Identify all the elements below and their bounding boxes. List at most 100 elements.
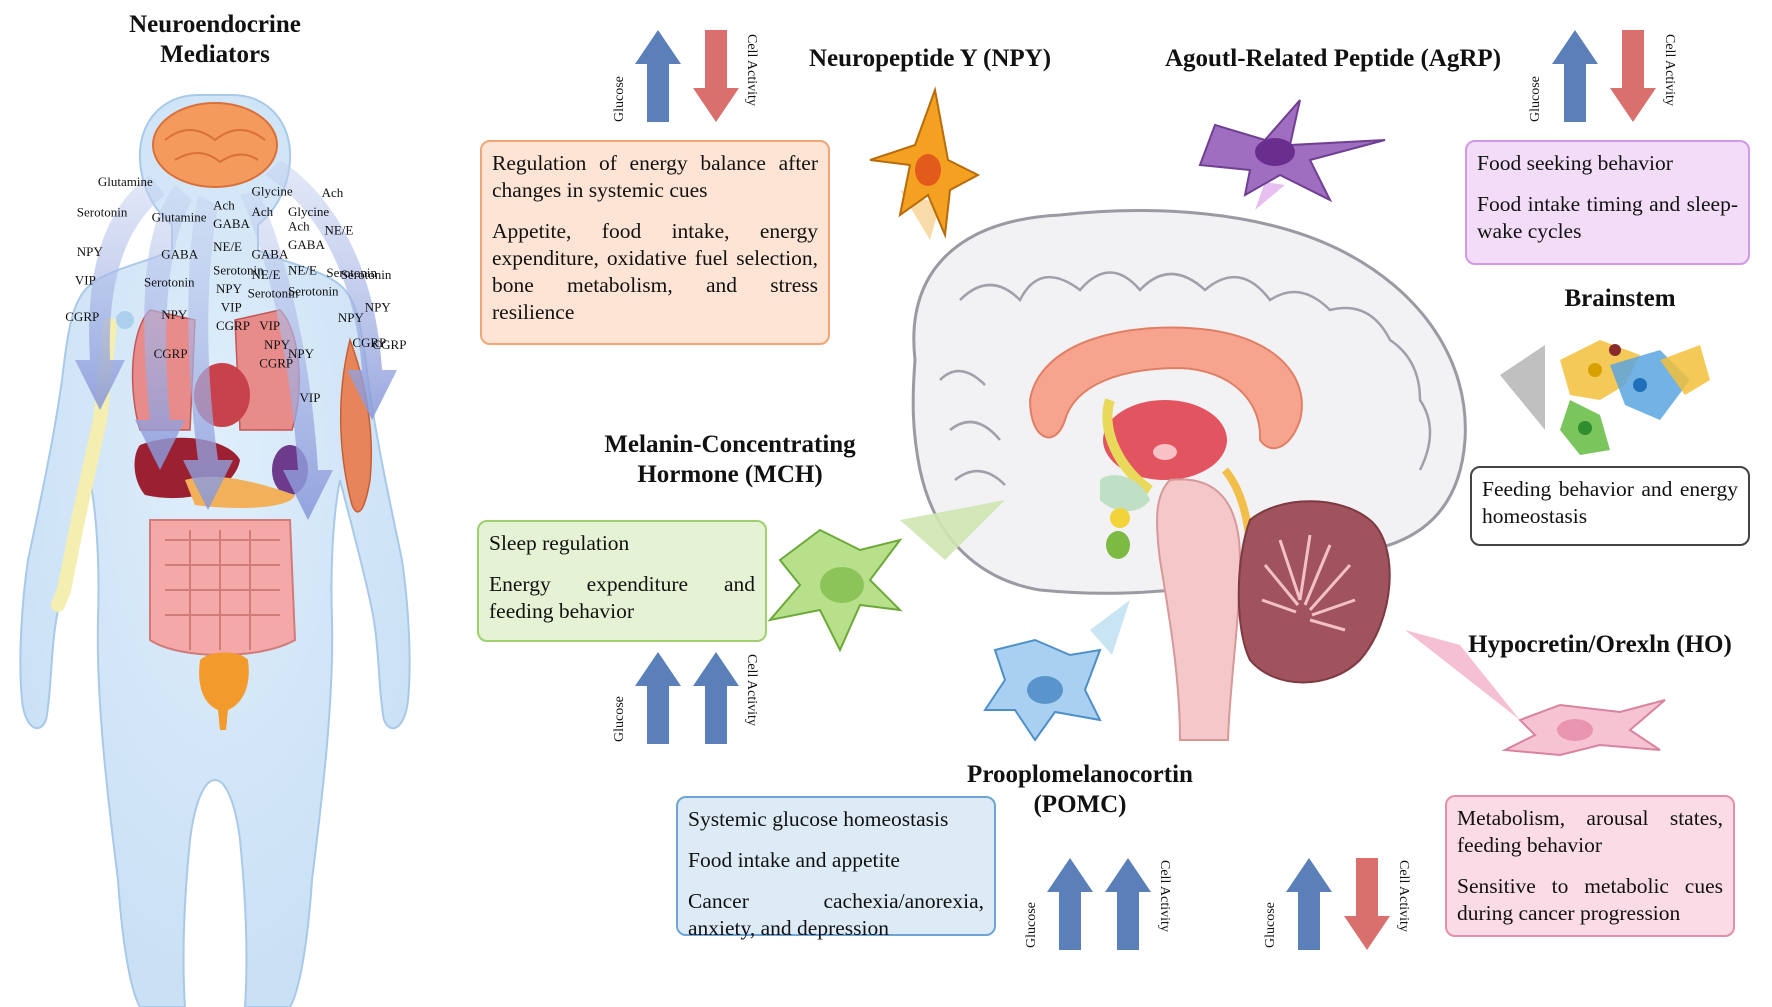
mch-title: Melanin-Concentrating Hormone (MCH) xyxy=(580,430,880,490)
npy-glucose-label: Glucose xyxy=(612,76,627,122)
mediator-label: Ach xyxy=(213,197,235,212)
mediator-label: Ach xyxy=(288,219,310,234)
leg-bone xyxy=(51,583,71,612)
pomc-activity-arrow xyxy=(1105,858,1151,950)
mediator-label: Glycine xyxy=(252,183,293,198)
ho-activity-label: Cell Activity xyxy=(1396,860,1411,932)
agrp-neuron xyxy=(1198,99,1386,203)
npy-activity-label: Cell Activity xyxy=(744,34,759,106)
mediator-label: Serotonin xyxy=(248,286,299,301)
mediator-label: CGRP xyxy=(372,337,406,352)
mediator-label: Ach xyxy=(252,204,274,219)
mediator-label: NPY xyxy=(77,244,104,259)
agrp-glucose-arrow xyxy=(1552,30,1598,122)
mch-glucose-arrow xyxy=(635,652,681,744)
mediator-label: NE/E xyxy=(213,239,242,254)
ho-box: Metabolism, arousal states, feeding beha… xyxy=(1445,795,1735,937)
cerebellum xyxy=(1237,500,1391,684)
mch-neuron xyxy=(767,528,903,653)
mediator-label: Glutamine xyxy=(98,174,153,189)
mediator-label: CGRP xyxy=(352,335,386,350)
pomc-line-1: Systemic glucose homeostasis xyxy=(688,807,949,831)
pomc-line-3: Cancer cachexia/anorexia, anxiety, and d… xyxy=(688,889,984,940)
mediator-label: VIP xyxy=(259,318,280,333)
mediator-label: GABA xyxy=(161,247,198,262)
npy-glucose-arrow xyxy=(635,30,681,122)
brainstem-title: Brainstem xyxy=(1564,285,1676,312)
npy-neuron xyxy=(869,86,981,239)
mediator-arrows xyxy=(75,160,397,520)
pomc-title: Prooplomelanocortin (POMC) xyxy=(940,760,1220,820)
mediator-label: CGRP xyxy=(154,346,188,361)
mch-line-2: Energy expenditure and feeding behavior xyxy=(489,572,755,623)
brainstem-line-1: Feeding behavior and energy homeostasis xyxy=(1482,477,1738,528)
pomc-activity-label: Cell Activity xyxy=(1157,860,1172,932)
agrp-pointer xyxy=(1255,182,1285,210)
npy-line-2: Appetite, food intake, energy expenditur… xyxy=(492,219,818,324)
npy-line-1: Regulation of energy balance after chang… xyxy=(492,151,818,202)
mediator-labels: GlutamineSerotoninNPYVIPCGRPGlutamineGAB… xyxy=(65,174,406,405)
mediator-label: GABA xyxy=(252,247,289,262)
ho-activity-arrow xyxy=(1344,858,1390,950)
agrp-glucose-label: Glucose xyxy=(1528,76,1543,122)
mch-pointer xyxy=(900,500,1005,560)
mediator-label: Serotonin xyxy=(341,267,392,282)
agrp-line-1: Food seeking behavior xyxy=(1477,151,1673,175)
mediator-label: NE/E xyxy=(324,222,353,237)
mediator-label: NPY xyxy=(264,337,291,352)
brain-organ xyxy=(152,102,278,188)
mediator-label: Serotonin xyxy=(288,284,339,299)
pointers xyxy=(900,182,1545,720)
mch-box: Sleep regulation Energy expenditure and … xyxy=(477,520,767,642)
mediator-label: VIP xyxy=(75,273,96,288)
mediator-label: CGRP xyxy=(259,355,293,370)
hypothalamus xyxy=(1100,475,1150,512)
pomc-box: Systemic glucose homeostasis Food intake… xyxy=(676,796,996,940)
mediator-label: Ach xyxy=(322,185,344,200)
mediator-label: Serotonin xyxy=(213,262,264,277)
agrp-activity-label: Cell Activity xyxy=(1662,34,1677,106)
pomc-glucose-label: Glucose xyxy=(1024,902,1039,948)
bladder xyxy=(199,652,249,730)
ho-neuron xyxy=(1501,699,1666,757)
mediator-label: CGRP xyxy=(65,309,99,324)
agrp-line-2: Food intake timing and sleep-wake cycles xyxy=(1477,192,1738,243)
mch-title-line-1: Melanin-Concentrating xyxy=(604,431,856,458)
ho-line-2: Sensitive to metabolic cues during cance… xyxy=(1457,874,1723,925)
mediator-label: CGRP xyxy=(216,318,250,333)
agrp-title: Agoutl-Related Peptide (AgRP) xyxy=(1164,45,1502,72)
mediator-label: Serotonin xyxy=(77,205,128,220)
pomc-title-line-2: (POMC) xyxy=(1033,791,1127,818)
ho-title: Hypocretin/Orexln (HO) xyxy=(1468,631,1732,658)
mediator-label: NPY xyxy=(365,300,392,315)
ho-pointer xyxy=(1405,630,1520,720)
npy-title: Neuropeptide Y (NPY) xyxy=(808,45,1052,72)
mch-glucose-label: Glucose xyxy=(612,696,627,742)
ho-glucose-arrow xyxy=(1286,858,1332,950)
pomc-title-line-1: Prooplomelanocortin xyxy=(967,761,1193,788)
mediator-label: NPY xyxy=(161,307,188,322)
pomc-pointer xyxy=(1090,600,1130,655)
brainstem-pointer xyxy=(1500,345,1545,430)
mediator-label: GABA xyxy=(288,237,325,252)
mediator-label: NPY xyxy=(216,281,243,296)
mediator-label: NPY xyxy=(288,346,315,361)
glucose-activity-arrows xyxy=(635,30,1656,950)
mediator-label: GABA xyxy=(213,216,250,231)
ho-line-1: Metabolism, arousal states, feeding beha… xyxy=(1457,806,1723,857)
pomc-glucose-arrow xyxy=(1047,858,1093,950)
ho-glucose-label: Glucose xyxy=(1263,902,1278,948)
corpus-callosum xyxy=(1028,326,1303,450)
pomc-neuron xyxy=(983,638,1102,742)
pomc-line-2: Food intake and appetite xyxy=(688,848,900,872)
brainstem-box: Feeding behavior and energy homeostasis xyxy=(1470,466,1750,546)
neuroendocrine-mediators-title: Neuroendocrine Mediators xyxy=(129,11,301,68)
mediator-label: Glutamine xyxy=(152,209,207,224)
brainstem-neurons xyxy=(1560,340,1710,455)
sagittal-brain-illustration xyxy=(911,209,1467,741)
pituitary xyxy=(1106,531,1130,559)
mediator-label: VIP xyxy=(221,300,242,315)
agrp-box: Food seeking behavior Food intake timing… xyxy=(1465,140,1750,265)
fornix xyxy=(1102,398,1153,495)
